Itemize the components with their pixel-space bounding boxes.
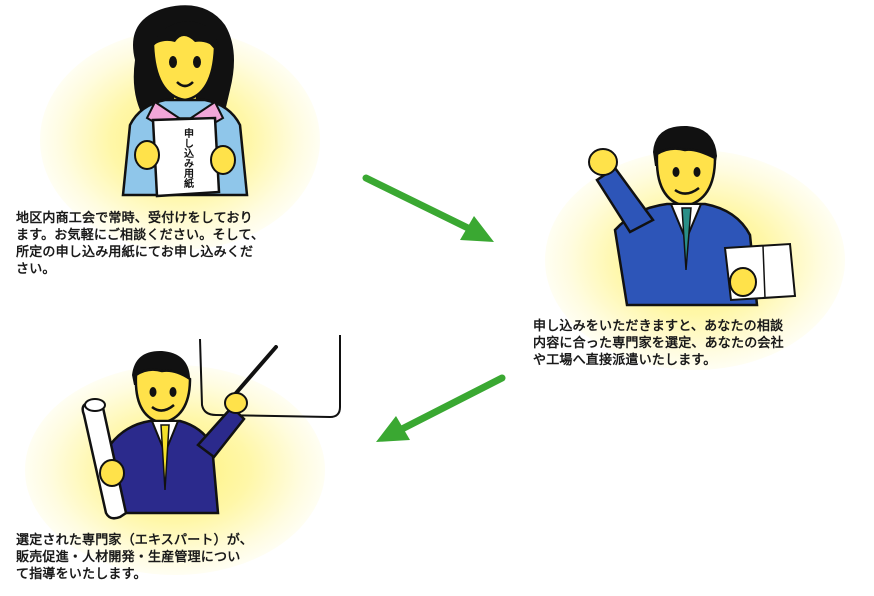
- caption-line: 内容に合った専門家を選定、あなたの会社: [533, 336, 784, 351]
- step1-caption: 地区内商工会で常時、受付けをしており ます。お気軽にご相談ください。そして、 所…: [16, 210, 264, 278]
- dispatcher-illustration: [588, 125, 797, 307]
- caption-line: 販売促進・人材開発・生産管理につい: [16, 550, 241, 565]
- arrow-right-down-icon: [362, 174, 494, 242]
- caption-line: 申し込みをいただきますと、あなたの相談: [533, 319, 784, 334]
- whiteboard: [199, 335, 341, 419]
- caption-line: 選定された専門家（エキスパート）が、: [16, 533, 253, 548]
- step2-caption: 申し込みをいただきますと、あなたの相談 内容に合った専門家を選定、あなたの会社 …: [533, 318, 784, 369]
- caption-line: ます。お気軽にご相談ください。そして、: [16, 228, 265, 243]
- receptionist-illustration: 申し込み用紙: [121, 5, 249, 198]
- caption-line: て指導をいたします。: [16, 567, 147, 582]
- expert-illustration: [81, 345, 278, 520]
- caption-line: さい。: [16, 262, 56, 277]
- arrow-left-down-icon: [376, 374, 506, 442]
- caption-line: 所定の申し込み用紙にてお申し込みくだ: [16, 245, 254, 260]
- step3-caption: 選定された専門家（エキスパート）が、 販売促進・人材開発・生産管理につい て指導…: [16, 532, 253, 583]
- document-title: 申し込み用紙: [182, 127, 195, 189]
- caption-line: 地区内商工会で常時、受付けをしており: [16, 211, 253, 226]
- caption-line: や工場へ直接派遣いたします。: [533, 353, 717, 368]
